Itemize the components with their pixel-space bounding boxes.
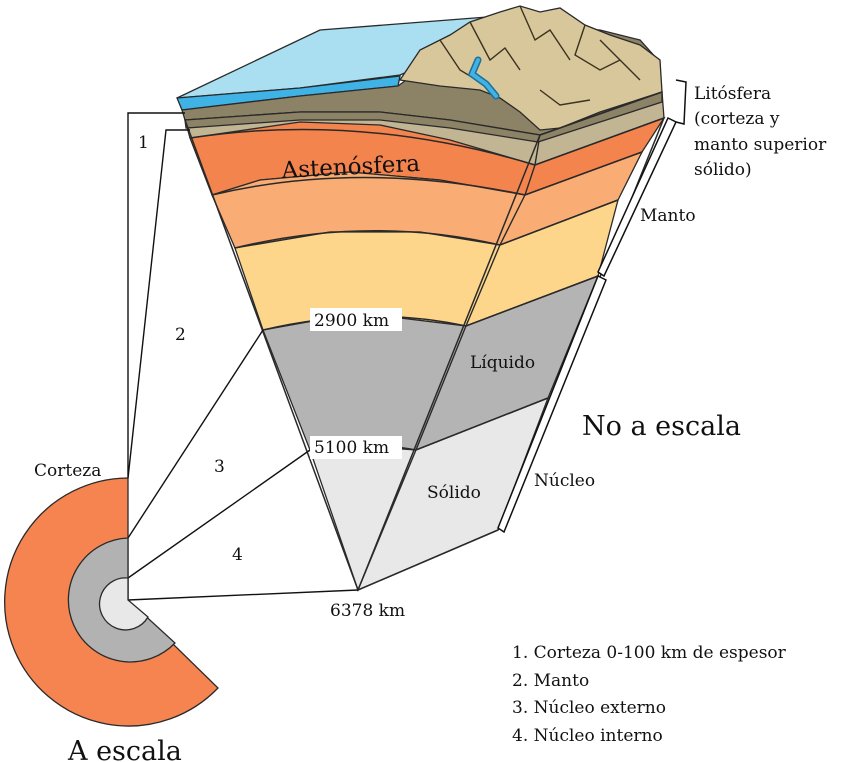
number-3: 3: [214, 457, 225, 477]
not-to-scale-label: No a escala: [582, 411, 741, 442]
crust-label: Corteza: [34, 461, 101, 481]
to-scale-label: A escala: [67, 736, 182, 762]
core-bracket: [497, 274, 607, 534]
number-2: 2: [175, 325, 186, 345]
depth-5100-label: 5100 km: [314, 438, 389, 458]
scale-inner-core: [98, 577, 149, 631]
solid-label: Sólido: [427, 483, 481, 503]
lithosphere-label-4: sólido): [694, 160, 752, 180]
depth-6378-label: 6378 km: [330, 601, 405, 621]
number-1: 1: [138, 133, 149, 153]
legend-item-3: 3. Núcleo externo: [512, 698, 666, 718]
depth-5100-bg: [310, 436, 402, 459]
mantle-label: Manto: [640, 206, 696, 226]
mountain-range: [398, 5, 663, 131]
liquid-label: Líquido: [470, 353, 535, 373]
mantle-bracket: [597, 116, 677, 278]
lithosphere-bracket: [675, 79, 687, 125]
connector-lines: [127, 112, 359, 601]
legend-item-4: 4. Núcleo interno: [512, 726, 663, 746]
depth-2900-bg: [310, 308, 402, 331]
legend-item-1: 1. Corteza 0-100 km de espesor: [512, 643, 787, 663]
lithosphere-label-2: (corteza y: [694, 109, 780, 129]
mountain-ridges: [439, 5, 641, 106]
legend-item-2: 2. Manto: [512, 671, 589, 691]
core-label: Núcleo: [534, 471, 595, 491]
depth-2900-label: 2900 km: [314, 311, 389, 331]
lithosphere-label-3: manto superior: [694, 135, 827, 155]
lithosphere-label-1: Litósfera: [694, 84, 771, 104]
number-4: 4: [232, 545, 243, 565]
river-water: [469, 58, 498, 98]
